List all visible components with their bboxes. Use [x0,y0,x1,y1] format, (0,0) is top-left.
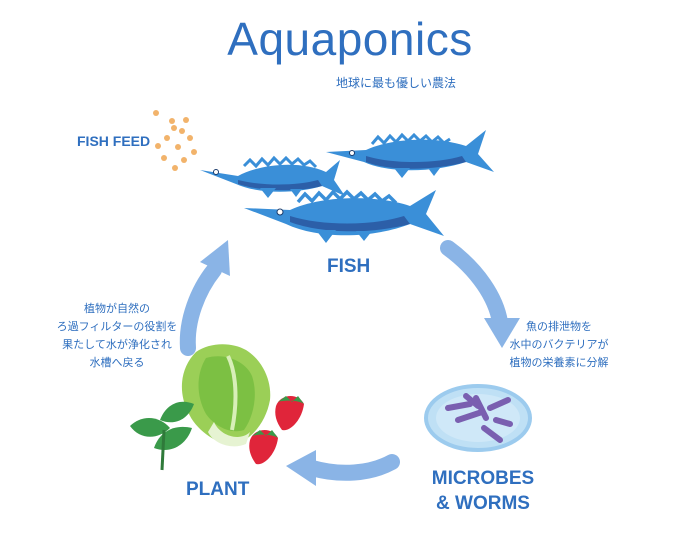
microbes-petri-dish-icon [424,384,532,452]
note-line: 水槽へ戻る [89,356,145,369]
note-line: ろ過フィルターの役割を [56,320,178,333]
microbe-decompose-note: 魚の排泄物を 水中のバクテリアが 植物の栄養素に分解 [494,318,624,372]
fish-icon [200,155,345,198]
fish-icon [326,130,494,178]
worms-label-line: & WORMS [436,493,530,514]
microbes-worms-label: MICROBES & WORMS [428,466,538,516]
microbes-label-line: MICROBES [431,468,535,489]
plant-filter-note: 植物が自然の ろ過フィルターの役割を 果たして水が浄化され 水槽へ戻る [42,300,192,372]
strawberry-icon [275,395,304,431]
fish-feed-label: FISH FEED [77,133,151,149]
note-line: 果たして水が浄化され [62,338,172,351]
note-line: 植物が自然の [84,302,150,315]
note-line: 植物の栄養素に分解 [509,356,609,369]
basil-leaves-icon [130,401,194,471]
cycle-arrow-plant-to-fish [179,240,230,356]
cycle-arrow-microbes-to-plant [286,450,400,486]
page-subtitle: 地球に最も優しい農法 [336,76,457,90]
page-title: Aquaponics [227,13,473,65]
plant-label: PLANT [186,479,250,500]
fish-icon [244,189,444,243]
cycle-arrow-fish-to-microbes [440,240,520,348]
fish-label: FISH [327,256,371,277]
strawberry-icon [249,429,278,465]
note-line: 水中のバクテリアが [509,338,609,351]
lettuce-icon [181,344,271,447]
fish-feed-pellets [153,110,197,171]
note-line: 魚の排泄物を [526,320,592,333]
